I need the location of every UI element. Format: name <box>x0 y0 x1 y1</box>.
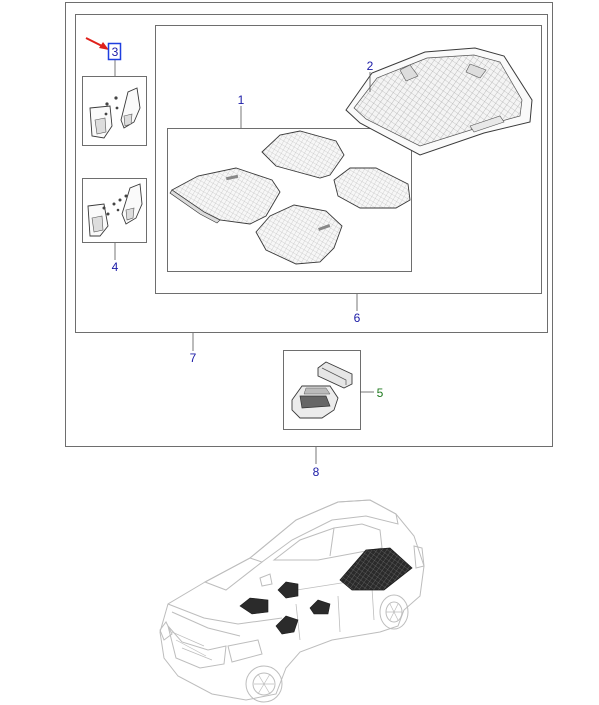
callout-4-label: 4 <box>112 260 119 274</box>
outer-frame-8 <box>65 2 553 447</box>
callout-7-label: 7 <box>190 351 197 365</box>
callout-4[interactable]: 4 <box>112 260 119 274</box>
vehicle-locator-illustration <box>159 499 425 703</box>
callout-1-label: 1 <box>238 93 245 107</box>
cargo-liner-part-2 <box>345 47 533 156</box>
frame-1 <box>167 128 412 272</box>
vehicle-mat-highlights <box>239 547 413 635</box>
callout-2-label: 2 <box>367 59 374 73</box>
callout-8[interactable]: 8 <box>313 465 320 479</box>
floor-mats-part-1 <box>169 130 411 265</box>
frame-5 <box>283 350 361 430</box>
vehicle-mat-front-right <box>309 599 331 615</box>
callout-8-label: 8 <box>313 465 320 479</box>
callout-3-label: 3 <box>112 45 119 59</box>
vehicle-mat-rear-left <box>275 615 299 635</box>
callout-5-label: 5 <box>377 386 384 400</box>
module-part-5 <box>291 361 353 419</box>
pointer-arrow <box>85 37 109 50</box>
vehicle-cargo-mat <box>339 547 413 591</box>
callout-6-label: 6 <box>354 311 361 325</box>
frame-6 <box>155 25 542 294</box>
leader-lines <box>114 60 374 464</box>
mud-flaps-part-3 <box>89 87 141 139</box>
frame-3 <box>82 76 147 146</box>
frame-7 <box>75 14 548 333</box>
vehicle-mat-front-left <box>239 597 269 615</box>
mud-flaps-part-4 <box>87 183 143 237</box>
frame-4 <box>82 178 147 243</box>
callout-7[interactable]: 7 <box>190 351 197 365</box>
callout-3-highlight <box>107 42 122 61</box>
callout-1[interactable]: 1 <box>238 93 245 107</box>
callout-2[interactable]: 2 <box>367 59 374 73</box>
callout-6[interactable]: 6 <box>354 311 361 325</box>
callout-3[interactable]: 3 <box>112 45 119 59</box>
vehicle-mat-rear-right <box>277 581 299 599</box>
callout-5[interactable]: 5 <box>377 386 384 400</box>
